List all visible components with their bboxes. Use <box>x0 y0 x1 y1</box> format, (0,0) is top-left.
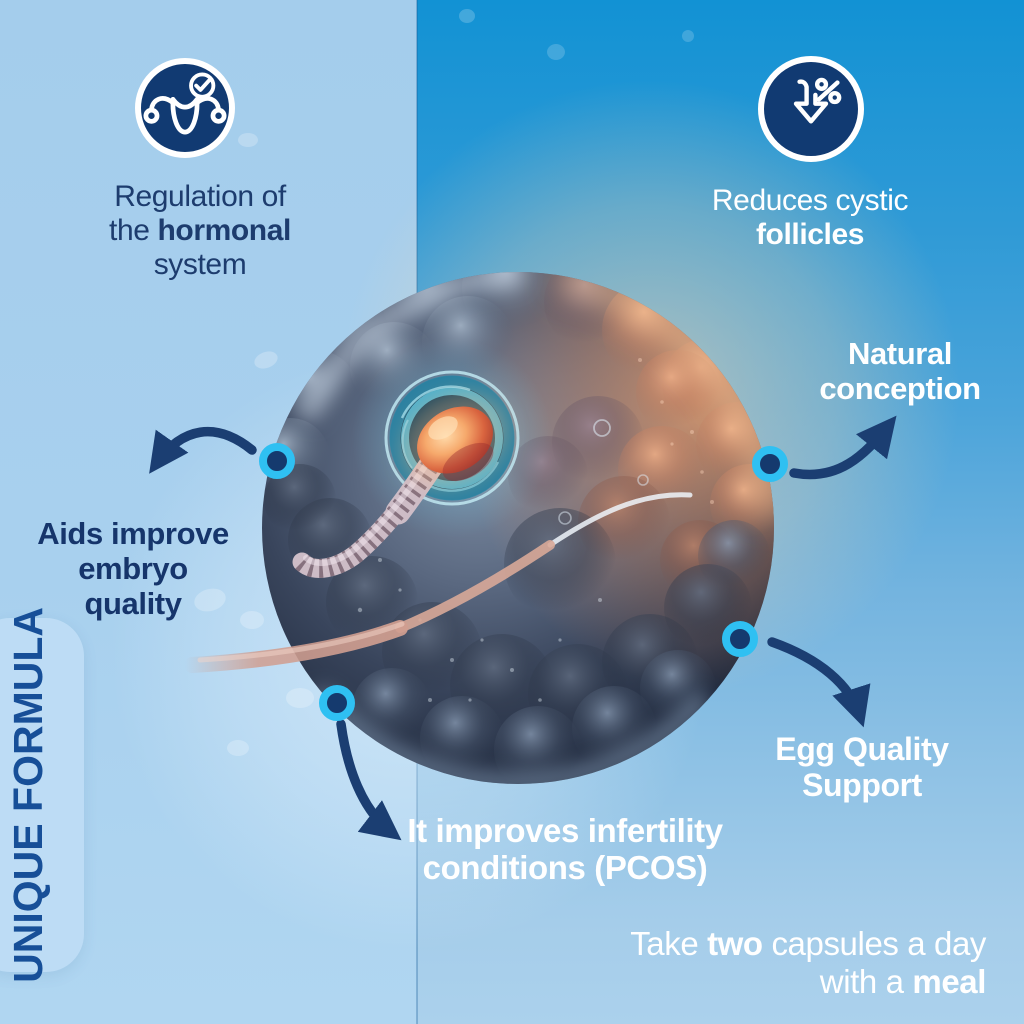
benefit-follicles-line2: follicles <box>755 217 865 251</box>
benefit-follicles-text: Reduces cystic follicles <box>650 184 970 252</box>
arrow-to-pcos <box>336 719 402 841</box>
benefit-hormonal-line2: the hormonal <box>109 213 291 247</box>
benefit-hormonal-text: Regulation of the hormonal system <box>30 180 370 282</box>
benefit-embryo-text: Aids improve embryo quality <box>18 516 248 621</box>
benefit-egg-quality-line2: Support <box>802 767 922 804</box>
dosage-instruction: Take two capsules a day with a meal <box>486 925 986 1000</box>
benefit-egg-quality-line1: Egg Quality <box>775 731 949 767</box>
uterus-check-icon <box>143 72 227 135</box>
percent-decrease-icon <box>793 77 842 124</box>
unique-formula-ribbon: UNIQUE FORMULA <box>0 607 84 983</box>
follicles-benefit-badge <box>758 56 864 162</box>
floating-particles <box>194 9 694 756</box>
benefit-pcos-text: It improves infertility conditions (PCOS… <box>375 812 755 887</box>
benefit-hormonal-line1: Regulation of <box>114 180 286 213</box>
surface-speckles <box>357 358 714 702</box>
benefit-embryo-line3: quality <box>84 586 182 622</box>
callout-dot-egg-quality <box>722 621 758 657</box>
benefit-conception-text: Natural conception <box>785 336 1015 406</box>
benefit-egg-quality-text: Egg Quality Support <box>747 731 977 803</box>
arrow-to-embryo-quality <box>149 426 257 474</box>
benefit-pcos-line2: conditions (PCOS) <box>422 849 708 887</box>
dosage-line2: with a meal <box>819 962 987 1000</box>
benefit-pcos-line1: It improves infertility <box>407 812 723 849</box>
callout-dot-pcos <box>319 685 355 721</box>
benefit-embryo-line2: embryo <box>78 551 188 587</box>
unique-formula-label: UNIQUE FORMULA <box>4 607 51 983</box>
benefit-follicles-line1: Reduces cystic <box>711 184 909 217</box>
callout-dot-natural-conception <box>752 446 788 482</box>
hormonal-benefit-badge <box>135 58 235 158</box>
benefit-conception-line2: conception <box>819 371 981 407</box>
sperm-cell <box>184 392 693 673</box>
benefit-conception-line1: Natural <box>847 336 952 371</box>
arrow-to-natural-conception <box>789 415 897 480</box>
arrow-to-egg-quality <box>767 637 871 728</box>
benefit-embryo-line1: Aids improve <box>37 516 229 551</box>
benefit-hormonal-line3: system <box>153 247 247 281</box>
dosage-line1: Take two capsules a day <box>630 925 986 962</box>
callout-dot-embryo-quality <box>259 443 295 479</box>
